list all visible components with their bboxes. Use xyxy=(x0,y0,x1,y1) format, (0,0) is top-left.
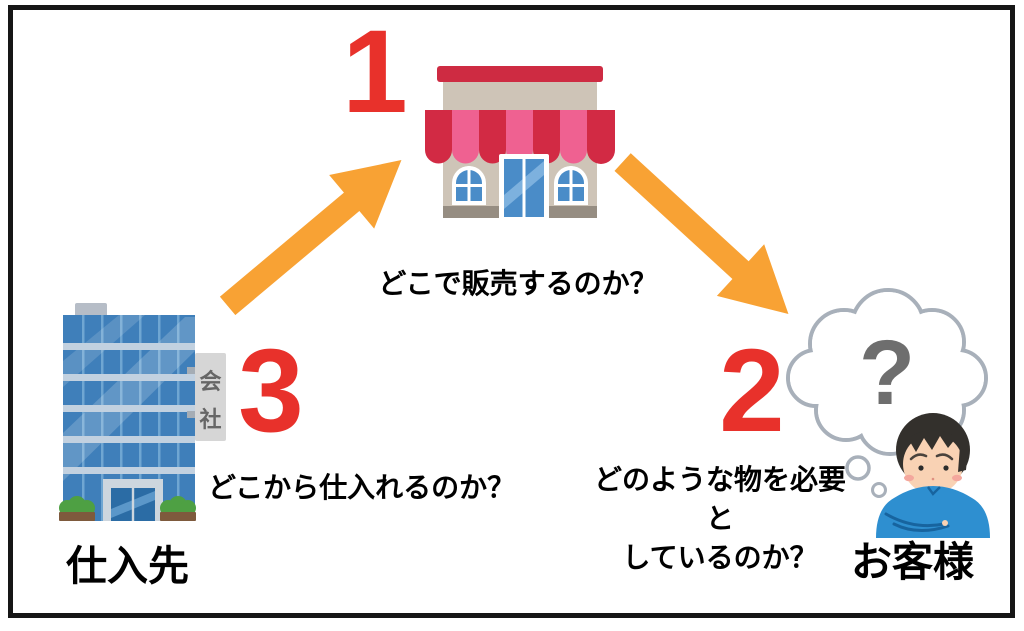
arrow-supplier-to-store-icon xyxy=(204,132,424,333)
bush-left xyxy=(59,496,95,521)
worried-man xyxy=(876,413,990,538)
customer-icon: ? xyxy=(782,286,1004,545)
step-number-3: 3 xyxy=(238,325,304,457)
customer-question-line2: しているのか？ xyxy=(622,542,818,573)
bush-right xyxy=(160,496,196,521)
question-mark: ? xyxy=(859,322,915,424)
supplier-question: どこから仕入れるのか？ xyxy=(208,472,516,503)
frame-border xyxy=(8,5,1015,618)
store-question: どこで販売するのか？ xyxy=(378,268,658,299)
store-icon xyxy=(425,58,615,235)
bubble-trail-dot-large xyxy=(845,455,871,481)
customer-label: お客様 xyxy=(851,539,974,585)
supplier-label: 仕入先 xyxy=(66,543,189,589)
step-number-2: 2 xyxy=(719,325,785,457)
company-sign-char-bottom: 社 xyxy=(199,407,221,432)
customer-question: どのような物を必要と しているのか？ xyxy=(585,460,855,577)
arrow-store-to-customer-icon xyxy=(598,135,813,340)
customer-question-line1: どのような物を必要と xyxy=(593,464,846,534)
company-sign-char-top: 会 xyxy=(199,369,221,394)
step-number-1: 1 xyxy=(342,6,408,138)
supplier-building-icon: 会 社 xyxy=(55,303,230,543)
bubble-trail-dot-small xyxy=(871,482,887,498)
